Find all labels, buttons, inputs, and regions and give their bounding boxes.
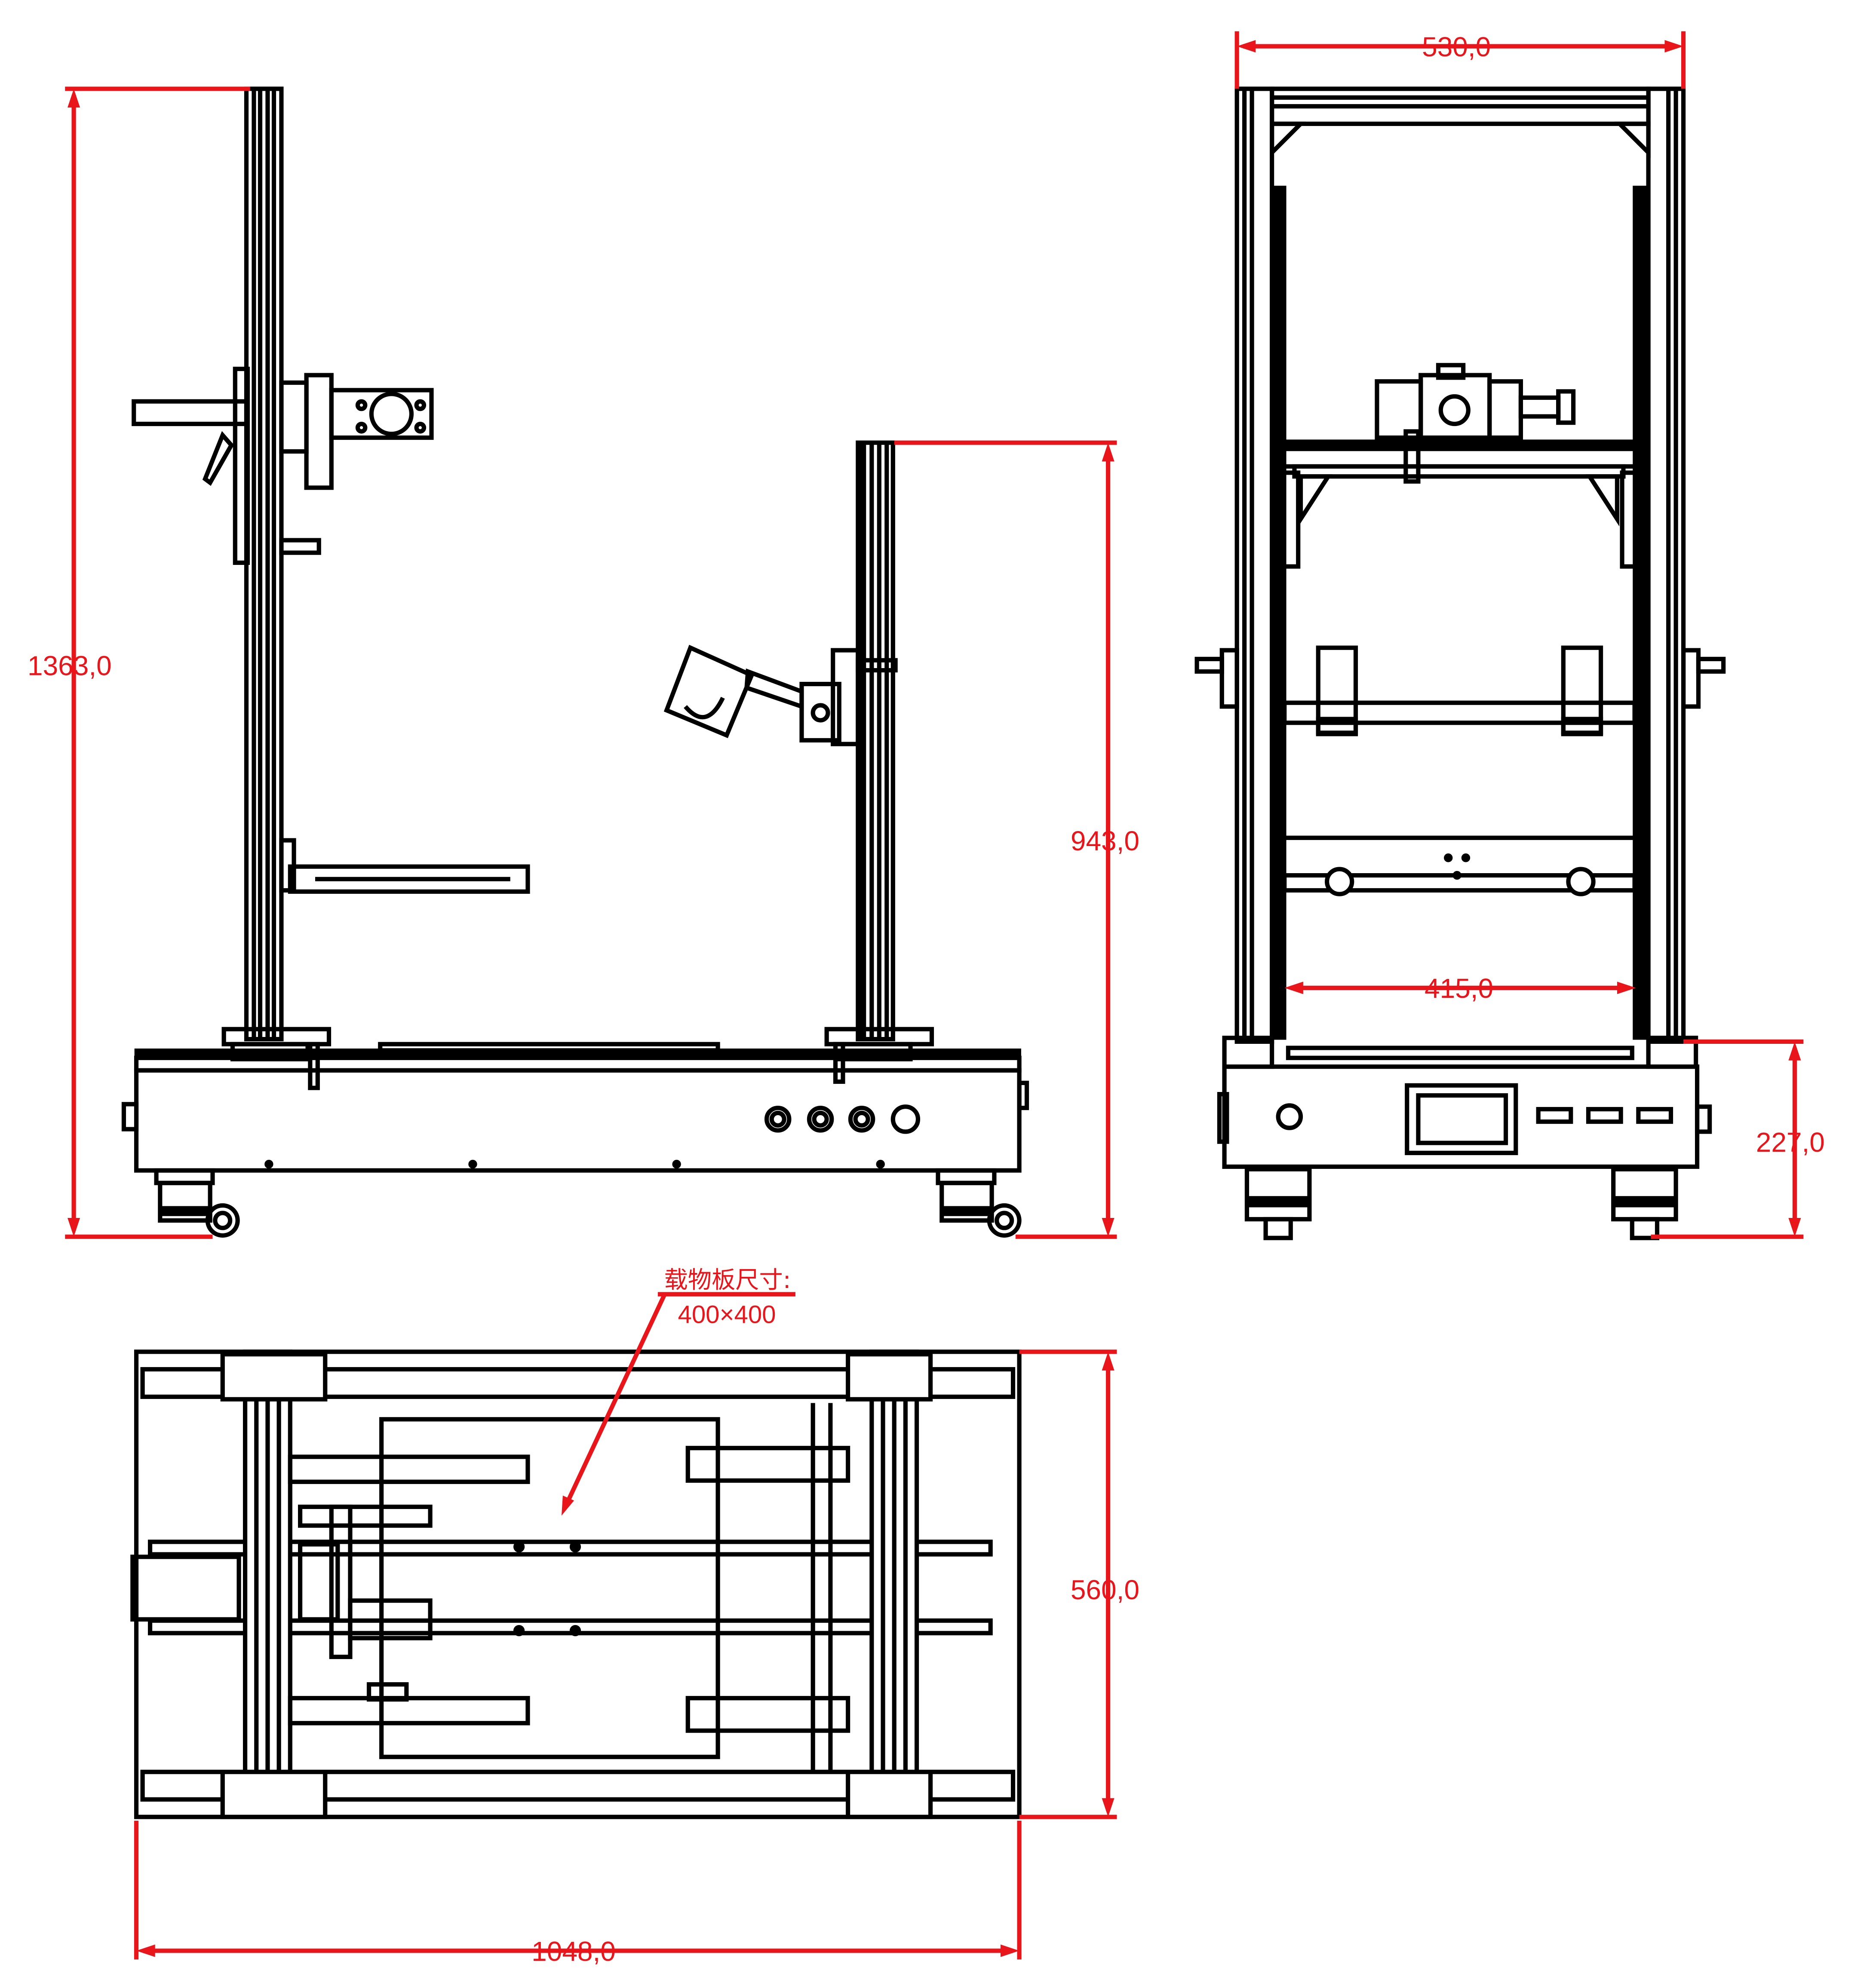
left-tall-column [244,86,284,1042]
dimension-total-height: 1363,0 [28,86,250,1239]
lower-slotted-arm [279,838,530,894]
carrier-plate-note: 载物板尺寸: 400×400 [561,1267,795,1516]
frame-width-label: 530,0 [1422,31,1491,62]
side-view [121,86,1029,1238]
dimension-frame-width: 530,0 [1234,31,1686,89]
note-line-2: 400×400 [678,1300,776,1328]
dimension-base-depth: 560,0 [1019,1349,1139,1819]
tilted-bracket [663,644,898,746]
upper-arm-assembly [132,366,434,565]
right-column-height-label: 943,0 [1071,825,1139,856]
dimension-right-column-height: 943,0 [894,440,1139,1239]
right-short-column [856,440,895,1042]
dimension-base-height: 227,0 [1651,1039,1825,1239]
base-length-label: 1048,0 [531,1936,616,1967]
left-caster [154,1168,240,1238]
top-view [130,1349,1022,1819]
base-depth-label: 560,0 [1071,1574,1139,1605]
right-caster [936,1168,1022,1238]
side-base [121,1027,1029,1173]
front-view [1194,86,1726,1240]
note-line-1: 载物板尺寸: [664,1267,791,1294]
inner-width-label: 415,0 [1425,973,1493,1004]
dimension-base-length: 1048,0 [134,1821,1022,1967]
carrier-plate [379,1417,720,1759]
total-height-label: 1363,0 [28,650,112,681]
base-height-label: 227,0 [1756,1127,1825,1158]
dimension-inner-width: 415,0 [1284,973,1636,1004]
